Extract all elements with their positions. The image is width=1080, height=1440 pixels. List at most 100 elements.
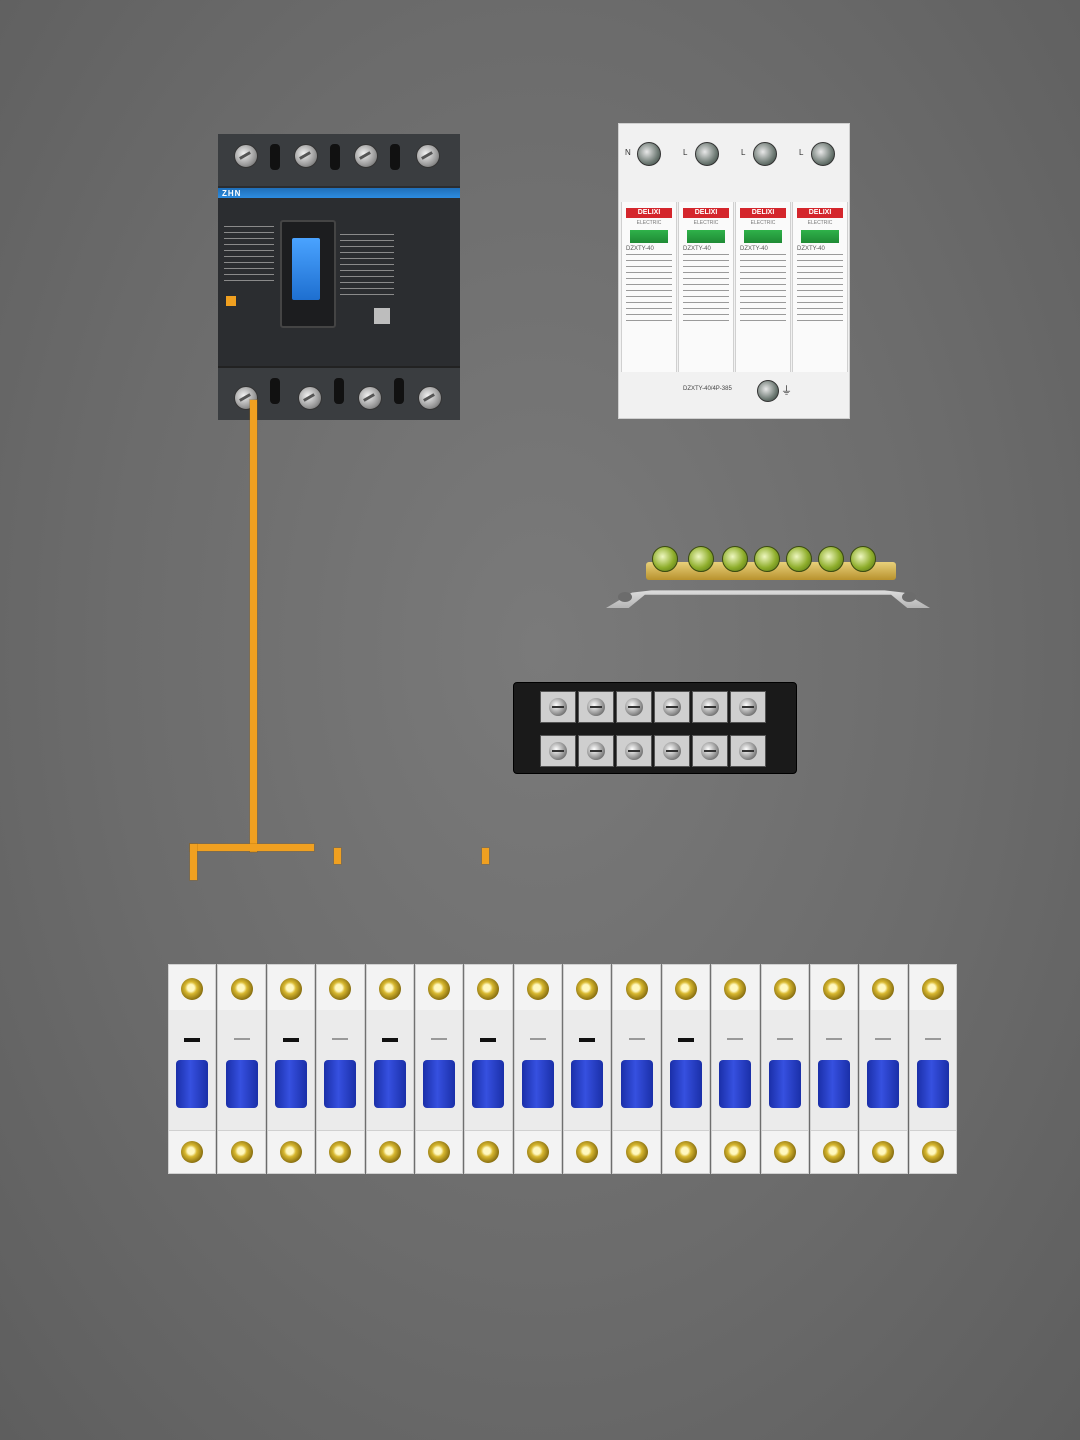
circuit-breaker[interactable] xyxy=(365,964,414,1174)
terminal-screw-icon[interactable] xyxy=(279,978,302,1000)
ground-terminal-icon[interactable] xyxy=(757,380,779,402)
terminal-screw-icon[interactable] xyxy=(378,1141,401,1163)
terminal-screw-icon[interactable] xyxy=(428,978,451,1000)
circuit-breaker[interactable] xyxy=(563,964,612,1174)
breaker-toggle[interactable] xyxy=(867,1060,900,1108)
bus-screw-icon[interactable] xyxy=(850,546,876,572)
terminal-cell[interactable] xyxy=(578,691,614,723)
terminal-cell[interactable] xyxy=(692,735,728,767)
bus-screw-icon[interactable] xyxy=(754,546,780,572)
circuit-breaker[interactable] xyxy=(414,964,464,1174)
terminal-screw-icon[interactable] xyxy=(416,144,440,168)
terminal-screw-icon[interactable] xyxy=(477,978,500,1000)
terminal-cell[interactable] xyxy=(654,691,690,723)
terminal-cell[interactable] xyxy=(616,735,652,767)
circuit-breaker[interactable] xyxy=(809,964,859,1174)
breaker-toggle[interactable] xyxy=(818,1060,851,1108)
reset-button[interactable] xyxy=(374,308,390,324)
terminal-screw-icon[interactable] xyxy=(329,1141,352,1163)
spd-terminal-icon[interactable] xyxy=(811,142,835,166)
terminal-screw-icon[interactable] xyxy=(872,978,895,1000)
terminal-screw-icon[interactable] xyxy=(576,1141,599,1163)
terminal-cell[interactable] xyxy=(692,691,728,723)
main-breaker[interactable]: ZHN xyxy=(218,134,460,420)
spd-module[interactable]: DELIXI ELECTRIC DZXTY-40 xyxy=(735,202,791,372)
ground-bus-bar[interactable] xyxy=(606,540,930,614)
surge-protector[interactable]: N L L L DELIXI ELECTRIC DZXTY-40 DELIXI … xyxy=(618,123,850,419)
breaker-toggle[interactable] xyxy=(916,1060,949,1108)
terminal-cell[interactable] xyxy=(730,691,766,723)
breaker-toggle[interactable] xyxy=(423,1060,456,1108)
terminal-screw-icon[interactable] xyxy=(329,978,352,1000)
spd-module[interactable]: DELIXI ELECTRIC DZXTY-40 xyxy=(792,202,848,372)
terminal-screw-icon[interactable] xyxy=(526,1141,549,1163)
circuit-breaker[interactable] xyxy=(513,964,562,1174)
terminal-screw-icon[interactable] xyxy=(724,978,747,1000)
breaker-toggle[interactable] xyxy=(620,1060,653,1108)
circuit-breaker[interactable] xyxy=(464,964,513,1174)
breaker-toggle[interactable] xyxy=(472,1060,505,1108)
spd-terminal-icon[interactable] xyxy=(753,142,777,166)
circuit-breaker[interactable] xyxy=(908,964,957,1174)
terminal-screw-icon[interactable] xyxy=(294,144,318,168)
spd-module[interactable]: DELIXI ELECTRIC DZXTY-40 xyxy=(678,202,734,372)
terminal-screw-icon[interactable] xyxy=(234,144,258,168)
bus-screw-icon[interactable] xyxy=(688,546,714,572)
circuit-breaker[interactable] xyxy=(266,964,316,1174)
terminal-screw-icon[interactable] xyxy=(872,1141,895,1163)
bus-screw-icon[interactable] xyxy=(722,546,748,572)
spd-terminal-icon[interactable] xyxy=(637,142,661,166)
breaker-toggle[interactable] xyxy=(324,1060,357,1108)
terminal-screw-icon[interactable] xyxy=(354,144,378,168)
breaker-toggle[interactable] xyxy=(274,1060,307,1108)
terminal-screw-icon[interactable] xyxy=(625,1141,648,1163)
breaker-toggle[interactable] xyxy=(571,1060,604,1108)
terminal-screw-icon[interactable] xyxy=(181,1141,204,1163)
terminal-screw-icon[interactable] xyxy=(724,1141,747,1163)
circuit-breaker[interactable] xyxy=(859,964,908,1174)
bus-screw-icon[interactable] xyxy=(652,546,678,572)
terminal-cell[interactable] xyxy=(540,735,576,767)
breaker-toggle[interactable] xyxy=(176,1060,209,1108)
terminal-screw-icon[interactable] xyxy=(823,1141,846,1163)
terminal-screw-icon[interactable] xyxy=(358,386,382,410)
terminal-screw-icon[interactable] xyxy=(428,1141,451,1163)
terminal-screw-icon[interactable] xyxy=(298,386,322,410)
bus-screw-icon[interactable] xyxy=(818,546,844,572)
breaker-toggle[interactable] xyxy=(225,1060,258,1108)
circuit-breaker[interactable] xyxy=(217,964,266,1174)
circuit-breaker[interactable] xyxy=(316,964,365,1174)
circuit-breaker[interactable] xyxy=(168,964,217,1174)
bus-screw-icon[interactable] xyxy=(786,546,812,572)
spd-terminal-icon[interactable] xyxy=(695,142,719,166)
terminal-cell[interactable] xyxy=(730,735,766,767)
terminal-screw-icon[interactable] xyxy=(181,978,204,1000)
terminal-screw-icon[interactable] xyxy=(674,1141,697,1163)
test-button[interactable] xyxy=(226,296,236,306)
main-breaker-handle[interactable] xyxy=(292,238,320,300)
breaker-toggle[interactable] xyxy=(719,1060,752,1108)
terminal-screw-icon[interactable] xyxy=(477,1141,500,1163)
terminal-screw-icon[interactable] xyxy=(418,386,442,410)
circuit-breaker[interactable] xyxy=(661,964,711,1174)
terminal-cell[interactable] xyxy=(540,691,576,723)
terminal-screw-icon[interactable] xyxy=(230,978,253,1000)
terminal-cell[interactable] xyxy=(616,691,652,723)
terminal-screw-icon[interactable] xyxy=(378,978,401,1000)
breaker-toggle[interactable] xyxy=(669,1060,702,1108)
circuit-breaker[interactable] xyxy=(612,964,661,1174)
terminal-cell[interactable] xyxy=(654,735,690,767)
terminal-screw-icon[interactable] xyxy=(773,1141,796,1163)
terminal-screw-icon[interactable] xyxy=(921,1141,944,1163)
terminal-screw-icon[interactable] xyxy=(773,978,796,1000)
terminal-screw-icon[interactable] xyxy=(674,978,697,1000)
terminal-screw-icon[interactable] xyxy=(625,978,648,1000)
terminal-cell[interactable] xyxy=(578,735,614,767)
circuit-breaker[interactable] xyxy=(711,964,760,1174)
breaker-toggle[interactable] xyxy=(768,1060,801,1108)
terminal-block[interactable] xyxy=(513,682,797,774)
circuit-breaker[interactable] xyxy=(760,964,809,1174)
breaker-toggle[interactable] xyxy=(373,1060,406,1108)
spd-module[interactable]: DELIXI ELECTRIC DZXTY-40 xyxy=(621,202,677,372)
terminal-screw-icon[interactable] xyxy=(230,1141,253,1163)
